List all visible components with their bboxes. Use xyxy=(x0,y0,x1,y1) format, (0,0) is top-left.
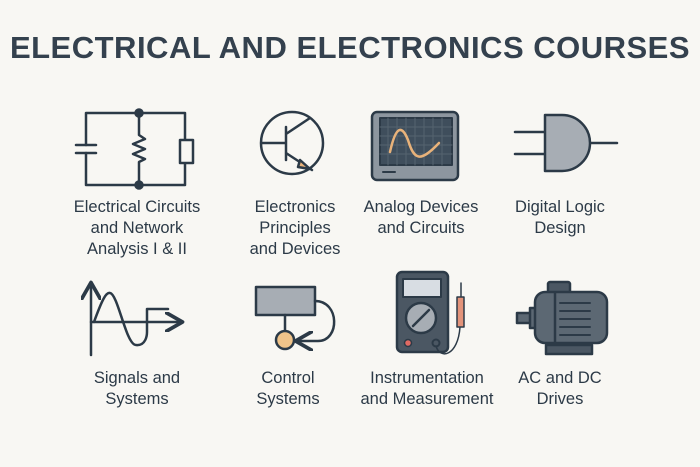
multimeter-icon xyxy=(395,270,465,355)
page-title: ELECTRICAL AND ELECTRONICS COURSES xyxy=(9,30,691,65)
feedback-loop-icon xyxy=(254,285,336,349)
circuit-icon xyxy=(74,108,195,190)
and-gate-icon xyxy=(513,113,619,173)
oscilloscope-icon xyxy=(370,110,460,182)
transistor-icon xyxy=(259,110,325,176)
motor-icon xyxy=(515,280,609,356)
signal-waveform-icon xyxy=(91,285,180,357)
